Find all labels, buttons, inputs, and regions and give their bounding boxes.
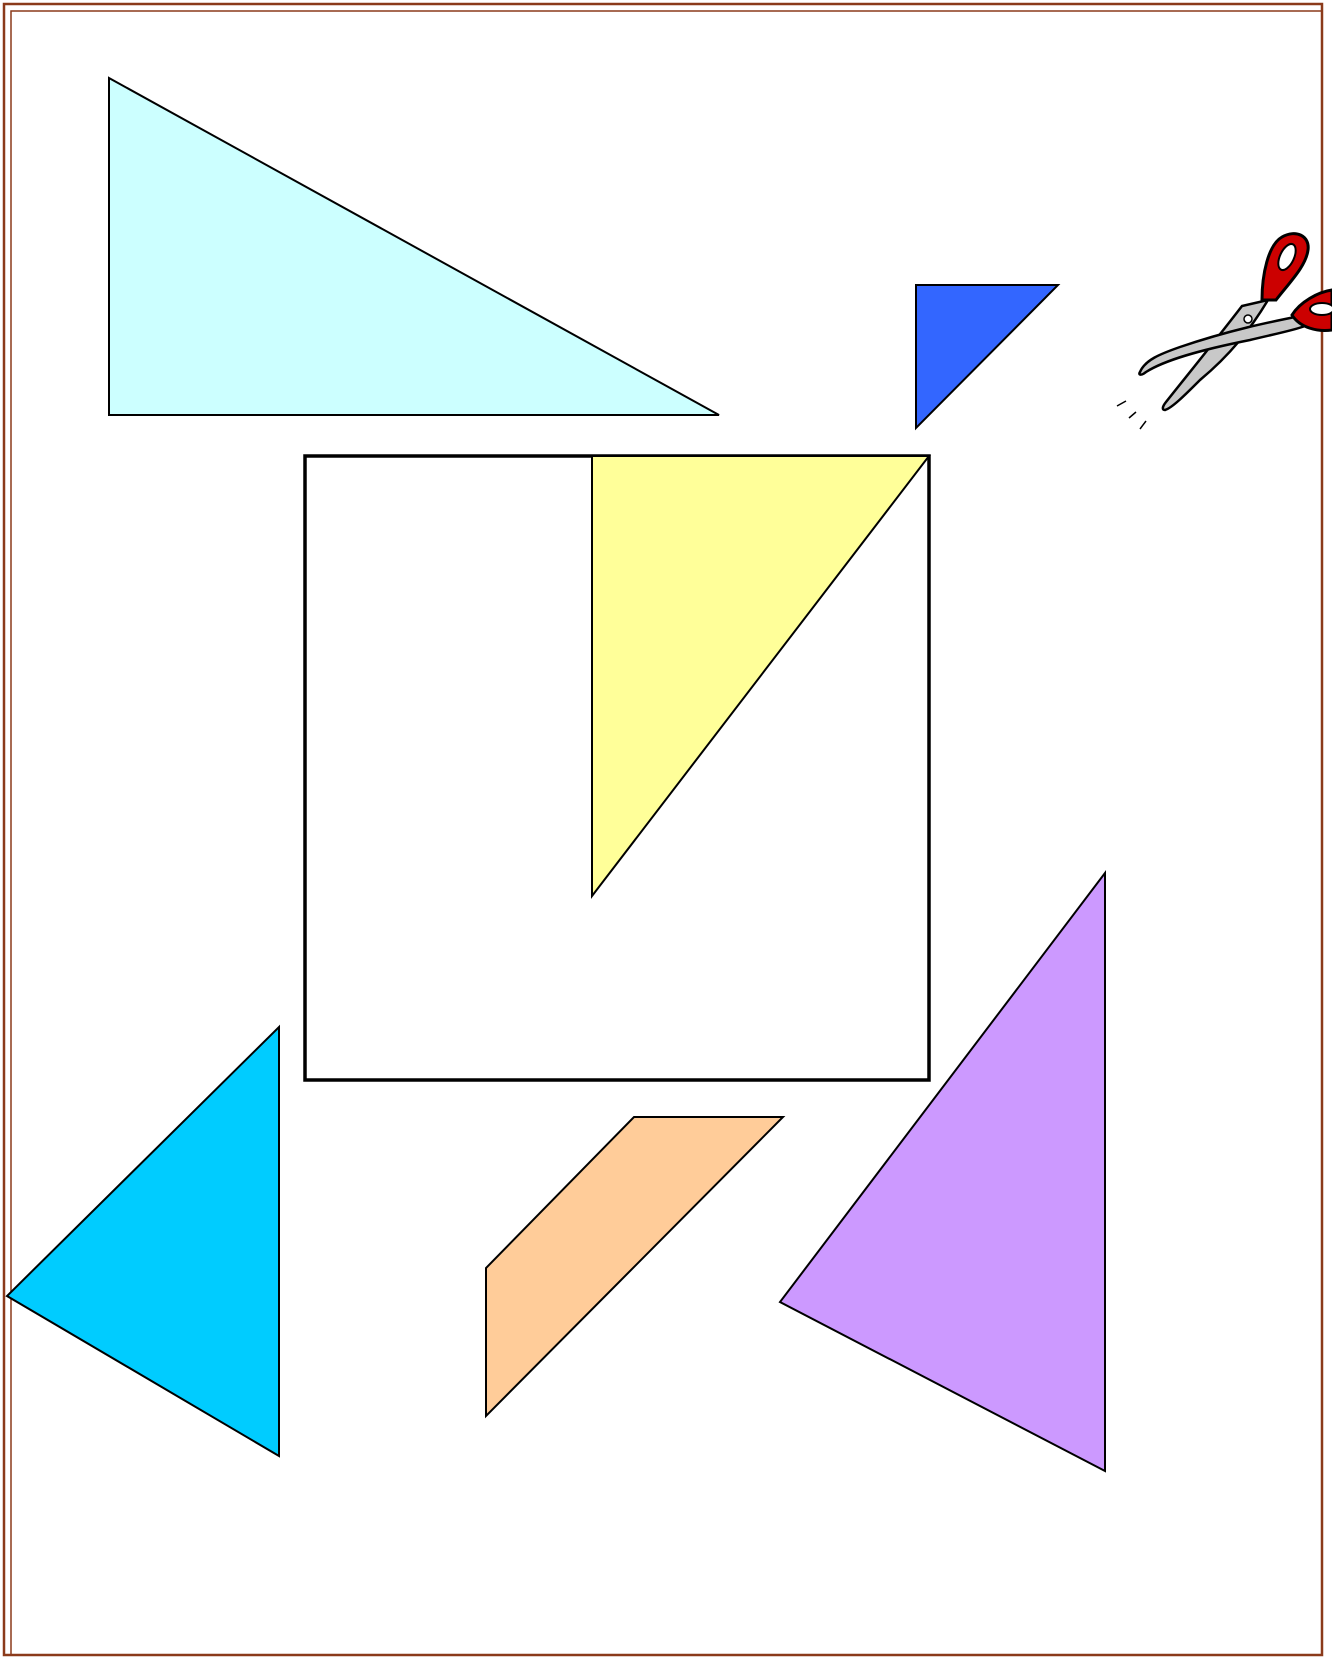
triangle-yellow[interactable] [592,456,929,896]
scissors-pivot [1244,315,1252,323]
scissors-blade-upper [1139,316,1305,375]
parallelogram-peach[interactable] [486,1117,783,1416]
large-triangle-light-cyan[interactable] [109,78,719,415]
scissors-icon [1117,234,1332,429]
scissors-handle-side-hole [1310,303,1332,315]
cut-mark [1117,401,1126,406]
triangle-cyan[interactable] [7,1027,279,1456]
small-triangle-blue[interactable] [916,285,1058,428]
triangle-lavender[interactable] [780,873,1105,1471]
cut-mark [1129,412,1136,418]
cut-mark [1140,421,1146,429]
